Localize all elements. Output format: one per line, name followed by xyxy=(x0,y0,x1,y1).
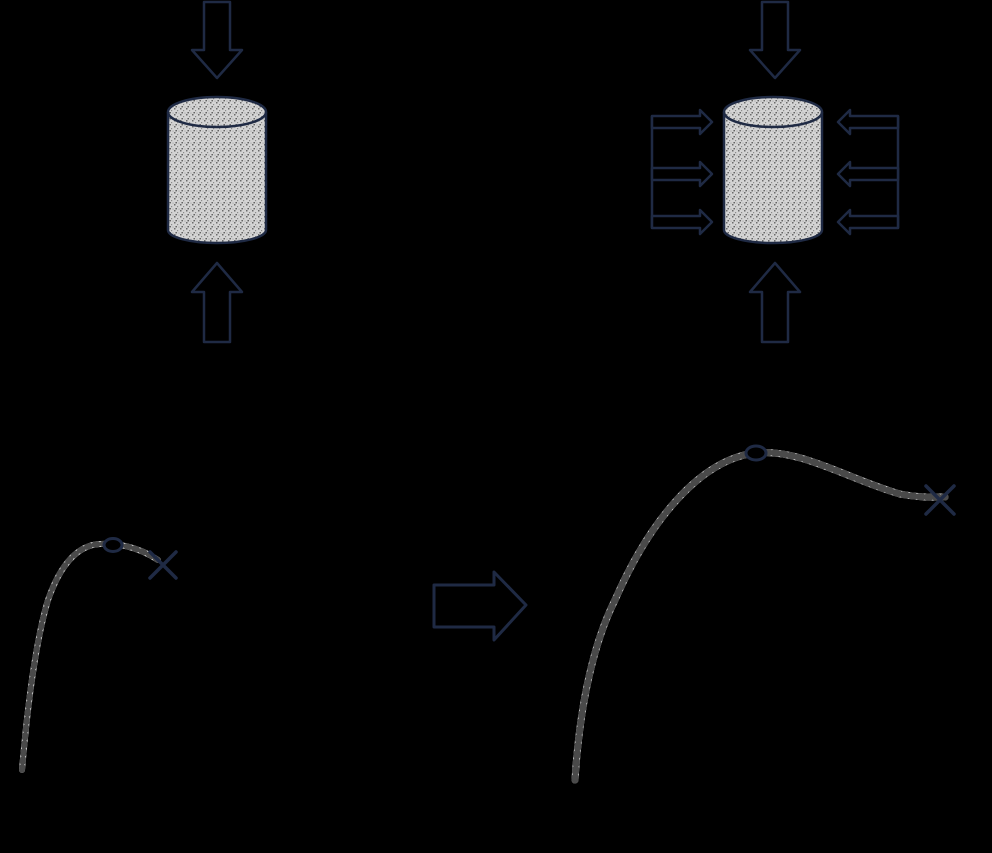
cross-icon xyxy=(924,484,956,516)
curve-path-shade xyxy=(571,448,949,784)
curve-path xyxy=(571,448,949,784)
right-arrow-icon xyxy=(432,570,528,642)
confined-panel xyxy=(650,0,900,344)
right-confinement-arrows xyxy=(836,108,900,236)
specimen-cylinder xyxy=(722,95,824,245)
left-arrow-icon xyxy=(836,208,900,236)
confined-curve xyxy=(571,444,956,784)
down-arrow-icon xyxy=(748,0,802,80)
right-arrow-icon xyxy=(650,108,714,136)
curve-path xyxy=(19,540,161,773)
up-arrow-icon xyxy=(748,261,802,344)
left-arrow-icon xyxy=(836,160,900,188)
left-confinement-arrows xyxy=(650,108,714,236)
down-arrow-icon xyxy=(190,0,244,80)
specimen-cylinder xyxy=(166,95,268,245)
curve-path-shade xyxy=(19,540,161,773)
uniaxial-panel xyxy=(166,0,268,344)
up-arrow-icon xyxy=(190,261,244,344)
right-arrow-icon xyxy=(650,160,714,188)
circle-icon xyxy=(744,444,768,462)
unconfined-curve xyxy=(19,537,178,773)
left-arrow-icon xyxy=(836,108,900,136)
right-arrow-icon xyxy=(650,208,714,236)
circle-icon xyxy=(102,537,124,553)
cross-icon xyxy=(148,550,178,580)
